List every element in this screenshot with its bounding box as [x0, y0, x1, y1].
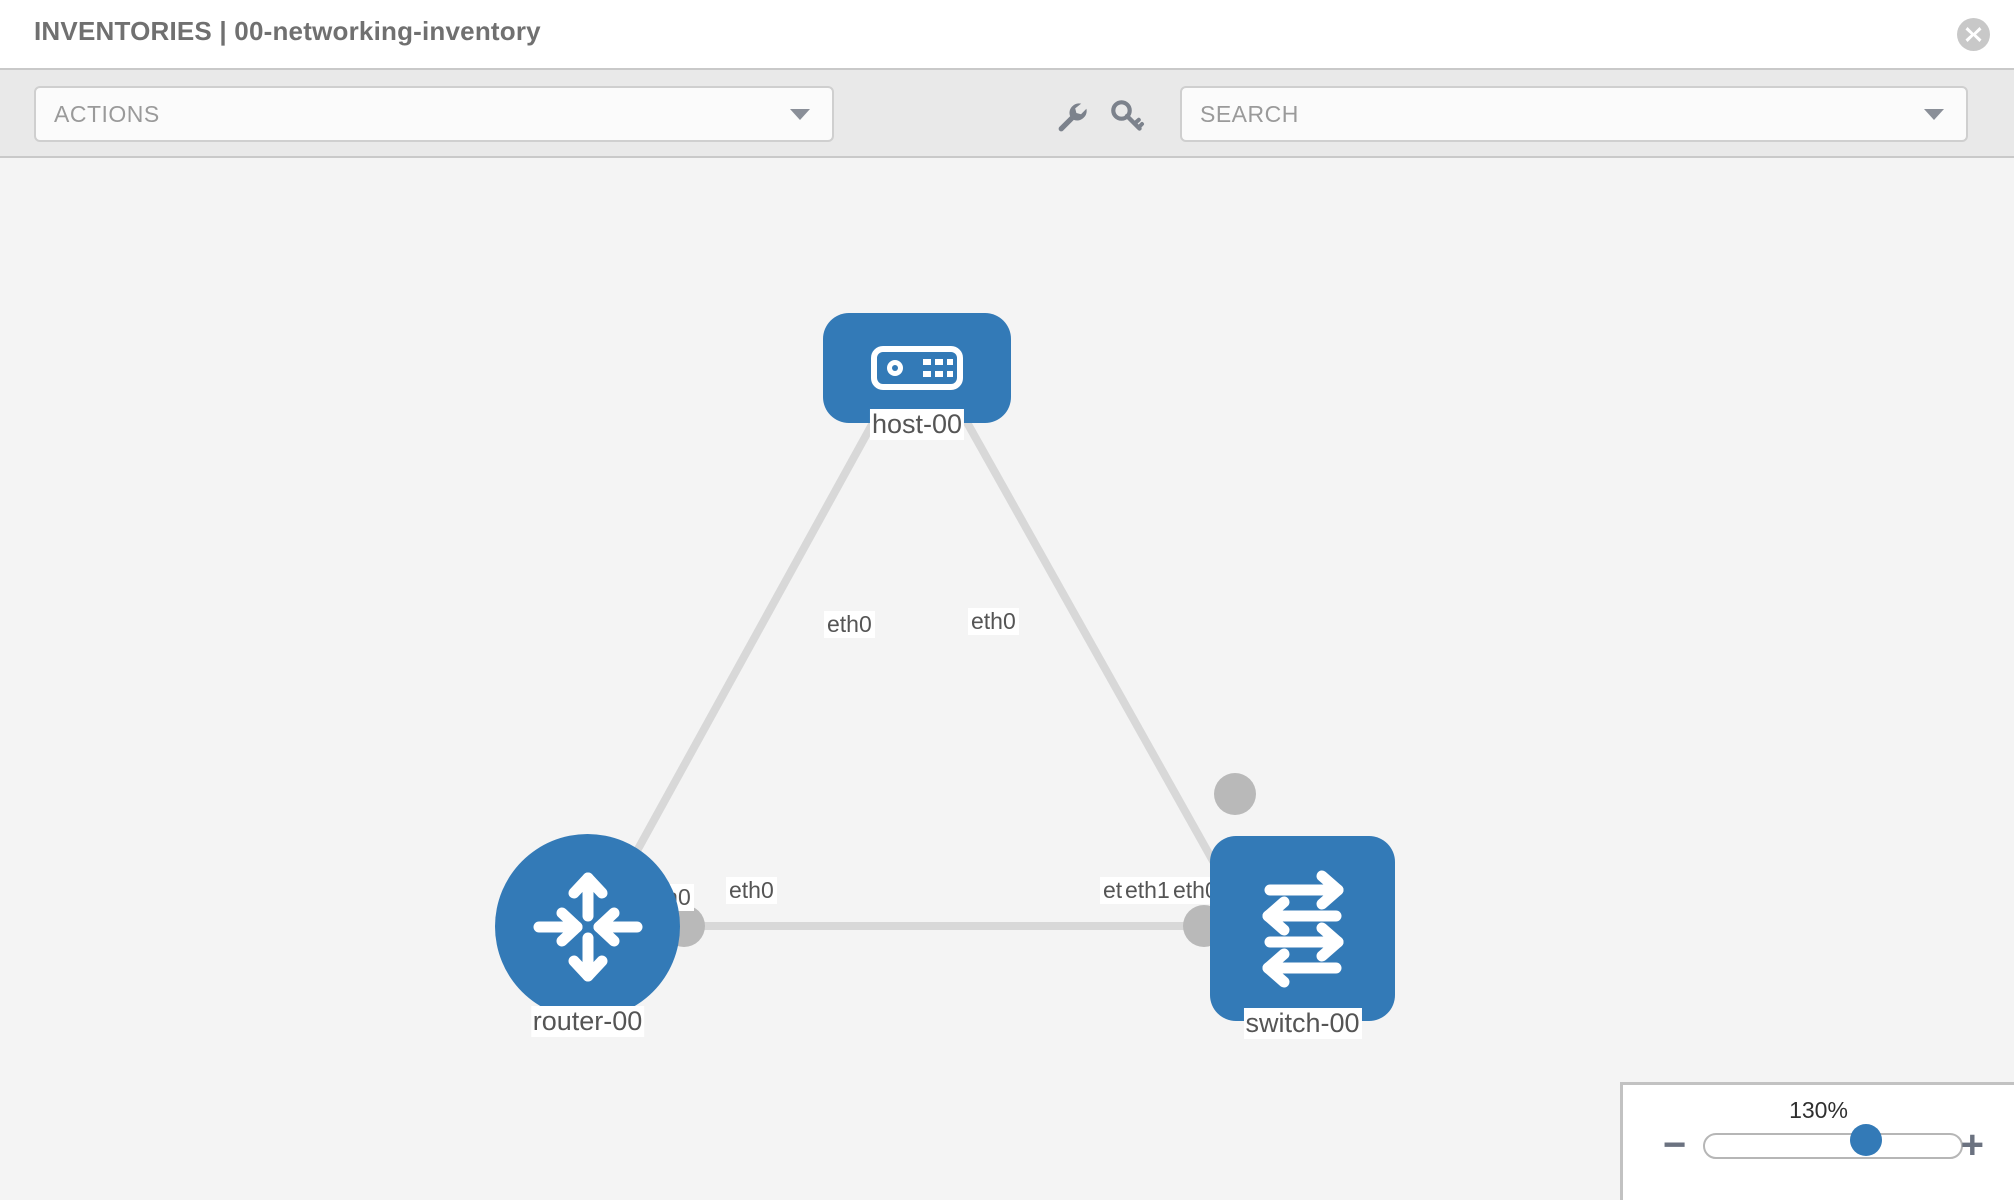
zoom-control-panel: 130% − +	[1620, 1082, 2014, 1200]
topology-node-switch[interactable]: switch-00	[1210, 836, 1395, 1039]
edge-label-host-left: eth0	[824, 611, 875, 638]
chevron-down-icon[interactable]	[1924, 109, 1944, 120]
node-label-switch: switch-00	[1243, 1008, 1362, 1039]
close-icon[interactable]	[1957, 18, 1990, 51]
topology-node-host[interactable]: host-00	[823, 313, 1011, 440]
search-input[interactable]: SEARCH	[1180, 86, 1968, 142]
edge-label-switch-left: eth1	[1122, 877, 1173, 904]
window-header: INVENTORIES | 00-networking-inventory	[0, 0, 2014, 68]
edge-label-host-right: eth0	[968, 608, 1019, 635]
zoom-out-button[interactable]: −	[1663, 1123, 1687, 1167]
edge-label-router-right: eth0	[726, 877, 777, 904]
actions-dropdown-label: ACTIONS	[54, 100, 160, 127]
switch-arrows-icon	[1210, 836, 1395, 1021]
zoom-level-label: 130%	[1789, 1097, 1848, 1123]
zoom-slider-track[interactable]	[1703, 1133, 1963, 1159]
wrench-icon[interactable]	[1053, 98, 1089, 134]
search-placeholder: SEARCH	[1200, 100, 1299, 127]
actions-dropdown[interactable]: ACTIONS	[34, 86, 834, 142]
node-label-router: router-00	[530, 1006, 645, 1037]
page-title: INVENTORIES | 00-networking-inventory	[34, 16, 541, 46]
zoom-slider-thumb[interactable]	[1850, 1124, 1882, 1156]
zoom-in-button[interactable]: +	[1960, 1123, 1984, 1167]
key-icon[interactable]	[1109, 98, 1145, 134]
port-switch-up	[1214, 773, 1256, 815]
topology-canvas[interactable]: eth0 eth0 eth0 eth0 eth0 eth eth1	[0, 158, 2014, 1200]
chevron-down-icon	[790, 109, 810, 120]
toolbar: ACTIONS SEARCH	[0, 68, 2014, 158]
router-arrows-icon	[495, 834, 680, 1019]
node-label-host: host-00	[869, 409, 965, 440]
topology-node-router[interactable]: router-00	[495, 834, 680, 1037]
topology-edges	[596, 408, 1249, 930]
server-icon	[823, 313, 1011, 423]
